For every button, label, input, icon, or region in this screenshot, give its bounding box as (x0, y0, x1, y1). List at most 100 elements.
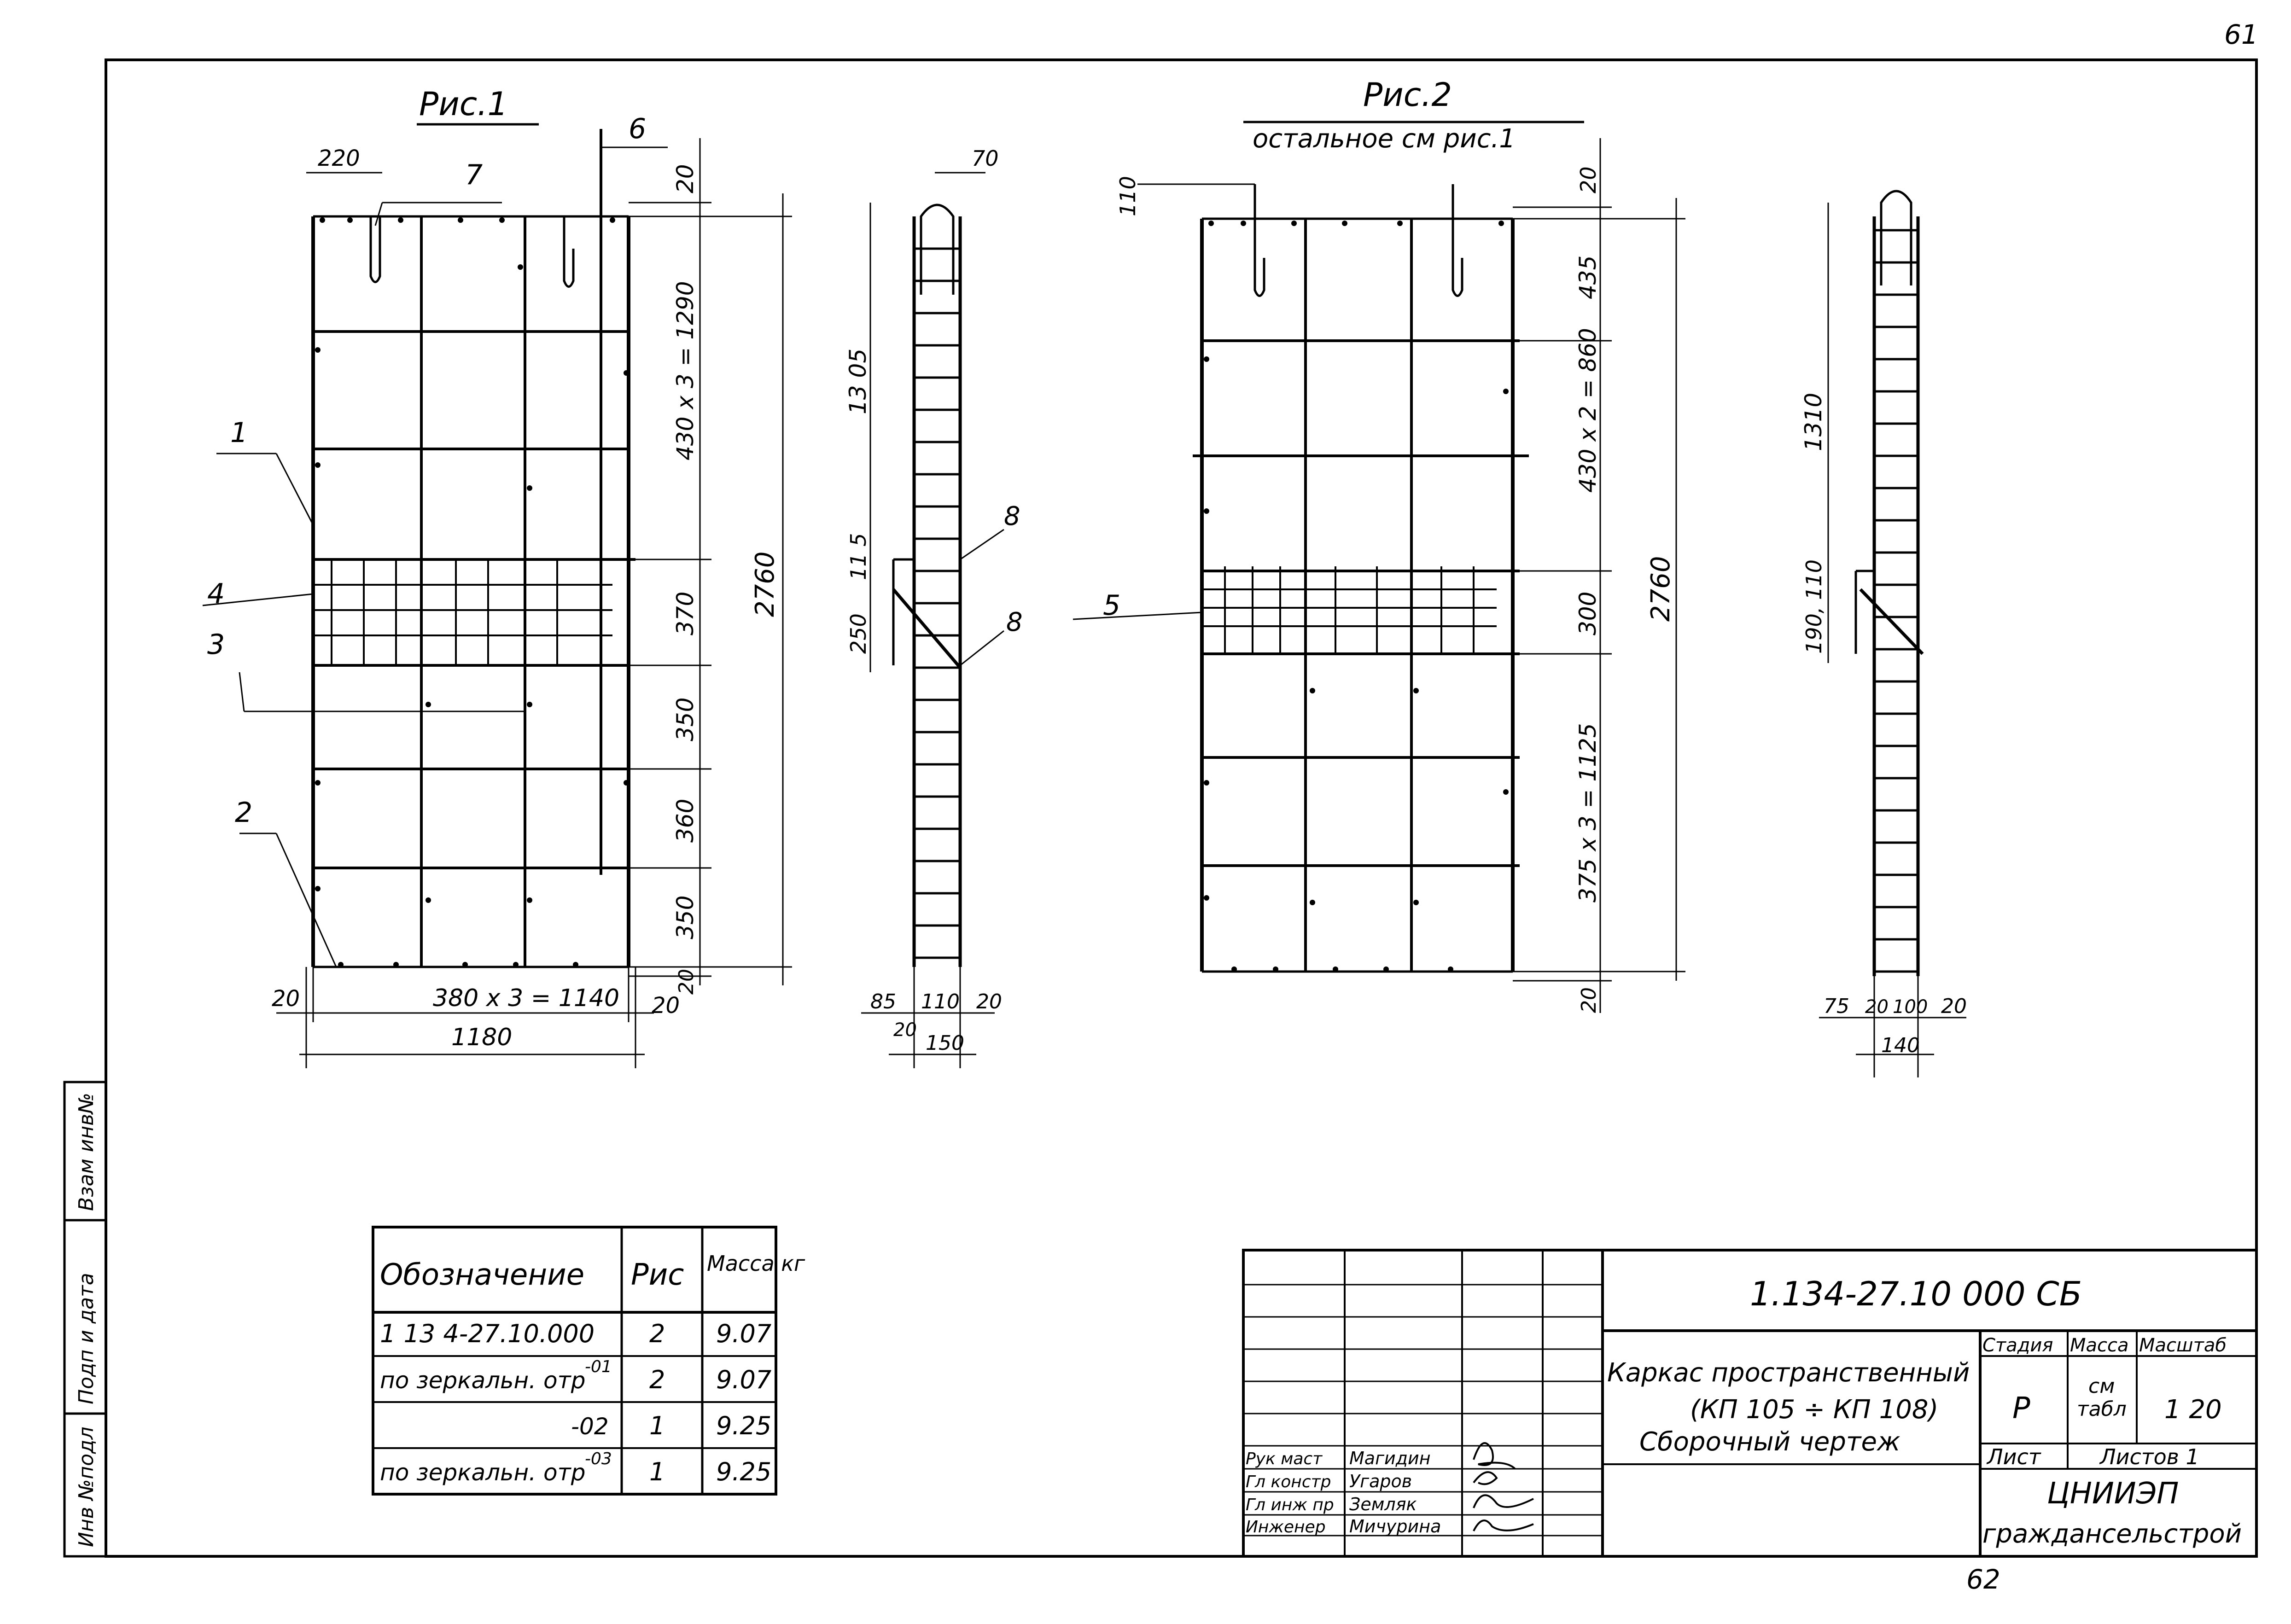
spec-row-3-mass: 9.25 (716, 1411, 771, 1440)
stamp-inv-label: Инв №подл (75, 1426, 98, 1547)
fig1-dim-370: 370 (672, 592, 699, 635)
fig1-dim-380x3: 380 x 3 = 1140 (433, 984, 619, 1012)
fig2-callout-5: 5 (1103, 589, 1120, 622)
fig1-side-dim-20b: 20 (976, 990, 1002, 1013)
org-line1: ЦНИИЭП (2047, 1477, 2179, 1511)
fig2-front-view: Рис.2 остальное см рис.1 (1073, 76, 1685, 1013)
spec-row-1-designation: 1 13 4-27.10.000 (380, 1319, 595, 1348)
spec-row-3-fig: 1 (649, 1411, 665, 1440)
spec-row-4-fig: 1 (649, 1457, 665, 1486)
spec-table: Обозначение Рис Масса кг 1 13 4-27.10.00… (372, 1226, 805, 1496)
fig2-side-dim-20a: 20 (1865, 996, 1889, 1018)
fig2-side-dim-190-110: 190, 110 (1801, 559, 1826, 654)
fig1-dim-bottom: 20 (675, 969, 698, 995)
fig2-subtitle: остальное см рис.1 (1253, 124, 1516, 154)
name-1: Магидин (1349, 1448, 1431, 1468)
stage-value: Р (2012, 1391, 2030, 1426)
fig2-side-dim-1310: 1310 (1800, 393, 1827, 451)
mass-value-1: см (2088, 1374, 2115, 1398)
fig1-dim-220: 220 (318, 146, 360, 171)
fig1-callout-7: 7 (465, 159, 483, 191)
title-block: 1.134-27.10 000 СБ Каркас пространственн… (1242, 1249, 2258, 1558)
fig1-side-dim-20a: 20 (893, 1019, 917, 1041)
fig1-callout-6: 6 (629, 113, 646, 145)
fig2-title: Рис.2 (1363, 76, 1452, 114)
spec-row-2-mass: 9.07 (716, 1365, 771, 1394)
spec-row-4-suffix: -03 (585, 1449, 612, 1468)
fig1-side-dim-110: 110 (921, 990, 960, 1013)
spec-row-1-fig: 2 (649, 1319, 665, 1348)
title-block-line3: Сборочный чертеж (1639, 1427, 1900, 1457)
side-stamp: Инв №подл Подп и дата Взам инв№ (63, 1081, 107, 1558)
stamp-sign-label: Подп и дата (75, 1273, 98, 1404)
fig1-dim-350b: 350 (672, 896, 699, 939)
fig1-dim-bottom-right: 20 (652, 993, 680, 1019)
fig1-title: Рис.1 (419, 85, 508, 123)
fig1-dim-1180: 1180 (451, 1024, 512, 1051)
spec-row-1-mass: 9.07 (716, 1319, 771, 1348)
org-line2: граждансельстрой (1982, 1519, 2242, 1549)
fig2-dim-bottom: 20 (1577, 987, 1601, 1013)
signature-scribbles (1473, 1442, 1534, 1531)
fig2-dim-435: 435 (1574, 256, 1601, 299)
sheet-frame: 61 62 (105, 19, 2258, 1595)
fig1-dim-top: 20 (672, 164, 699, 193)
spec-row-4-mass: 9.25 (716, 1457, 771, 1486)
role-2: Гл констр (1246, 1473, 1331, 1491)
sheet-number-top: 61 (2224, 19, 2258, 50)
spec-row-2-fig: 2 (649, 1365, 665, 1394)
name-2: Угаров (1349, 1471, 1412, 1491)
fig2-side-view: 1310 190, 110 75 20 100 20 140 (1800, 190, 1967, 1077)
scale-label: Масштаб (2139, 1335, 2227, 1356)
fig2-dim-300: 300 (1574, 592, 1601, 635)
spec-row-4-designation: по зеркальн. отр (380, 1459, 585, 1486)
fig1-dim-2760: 2760 (750, 551, 780, 617)
fig1-side-dim-115: 11 5 (846, 533, 871, 580)
stage-label: Стадия (1982, 1335, 2053, 1356)
spec-header-fig: Рис (631, 1258, 684, 1292)
mass-label: Масса (2070, 1335, 2129, 1356)
sheets-label: Листов 1 (2099, 1444, 2199, 1469)
fig2-side-dim-100: 100 (1893, 996, 1928, 1018)
fig1-side-callout-8b: 8 (1006, 607, 1023, 637)
spec-row-2-designation: по зеркальн. отр (380, 1367, 585, 1394)
spec-header-mass: Масса кг (707, 1251, 805, 1276)
title-block-line2: (КП 105 ÷ КП 108) (1690, 1395, 1938, 1425)
fig2-dim-375x3: 375 x 3 = 1125 (1574, 723, 1601, 902)
fig1-side-callout-8a: 8 (1004, 501, 1020, 531)
fig2-side-dim-140: 140 (1881, 1034, 1920, 1057)
fig2-dim-430x2: 430 x 2 = 860 (1574, 328, 1601, 493)
fig1-callout-3: 3 (207, 629, 225, 661)
role-4: Инженер (1246, 1518, 1326, 1537)
name-3: Земляк (1349, 1494, 1417, 1514)
role-1: Рук маст (1246, 1449, 1323, 1468)
fig1-front-view: Рис.1 (202, 85, 792, 1068)
fig2-side-dim-20b: 20 (1941, 995, 1967, 1018)
fig1-side-dim-70: 70 (972, 146, 999, 171)
fig2-dim-2760: 2760 (1646, 556, 1676, 622)
spec-row-3-designation: -02 (571, 1413, 609, 1440)
fig1-side-dim-150: 150 (926, 1031, 964, 1055)
fig1-dim-bottom-left: 20 (272, 986, 300, 1012)
fig2-dim-top: 20 (1576, 166, 1601, 193)
name-4: Мичурина (1349, 1516, 1441, 1537)
fig1-side-view: 8 8 70 13 05 11 5 250 85 110 20 20 150 (845, 146, 1023, 1068)
fig1-side-dim-250: 250 (846, 613, 871, 654)
fig1-dim-430x3: 430 x 3 = 1290 (672, 281, 699, 460)
fig1-callout-4: 4 (207, 578, 225, 610)
fig1-dim-360: 360 (672, 799, 699, 843)
fig1-side-dim-1305: 13 05 (845, 349, 871, 414)
fig2-dim-110: 110 (1115, 176, 1140, 216)
mass-value-2: табл (2077, 1397, 2127, 1421)
fig1-callout-1: 1 (230, 417, 248, 449)
title-block-line1: Каркас пространственный (1607, 1358, 1970, 1388)
sheet-number-bottom: 62 (1966, 1564, 2000, 1595)
scale-value: 1 20 (2164, 1395, 2222, 1425)
title-block-code: 1.134-27.10 000 СБ (1750, 1275, 2082, 1313)
spec-row-2-suffix: -01 (585, 1357, 612, 1376)
sheet-label: Лист (1986, 1444, 2041, 1469)
fig1-side-dim-85: 85 (870, 990, 896, 1013)
fig1-callout-2: 2 (235, 797, 252, 829)
stamp-replace-label: Взам инв№ (75, 1093, 98, 1211)
